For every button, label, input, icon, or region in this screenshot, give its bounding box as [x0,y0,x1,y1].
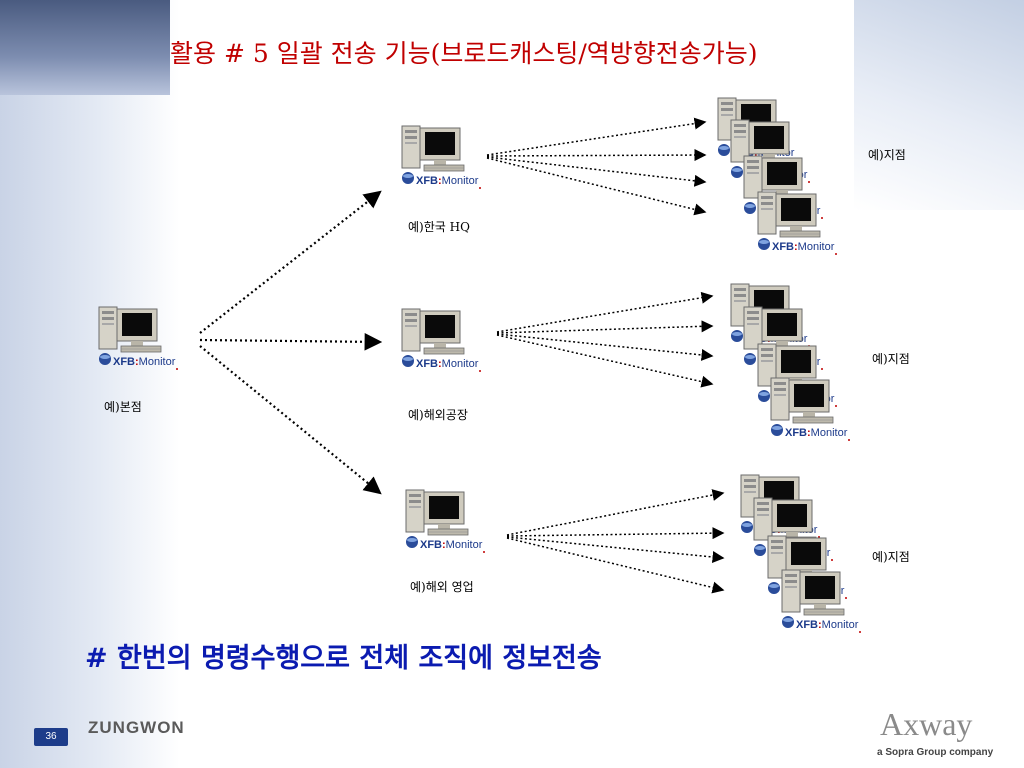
label-head-office: 예)본점 [104,400,142,414]
arrow-factory-branch-1 [496,291,714,333]
arrow-hq-branch-1 [486,117,707,156]
background-right-panel [854,0,1024,210]
svg-text:XFB:Monitor: XFB:Monitor [416,175,479,187]
arrow-head-to-sales [199,345,382,495]
branch-computer: XFB:Monitor [765,374,855,444]
label-overseas-sales: 예)해외 영업 [410,580,474,594]
arrow-head-to-hq [199,190,382,334]
arrow-sales-branch-4 [506,537,725,594]
branch-computer: XFB:Monitor [776,566,866,636]
branch-computer: XFB:Monitor [752,188,842,258]
background-left-panel [0,0,180,768]
arrow-hq-branch-2 [486,149,707,162]
arrow-hq-branch-4 [486,157,707,216]
svg-text:XFB:Monitor: XFB:Monitor [772,241,835,253]
background-photo [0,0,170,95]
axway-logo: Axway [880,706,973,742]
arrow-factory-branch-3 [496,333,714,361]
arrow-sales-branch-1 [506,489,725,536]
label-korea-hq: 예)한국 HQ [408,220,470,234]
axway-logo-tagline: a Sopra Group company [877,747,994,758]
node-korea-hq: XFB:Monitor [396,122,486,192]
node-head-office: XFB:Monitor [93,303,183,373]
svg-text:XFB:Monitor: XFB:Monitor [420,539,483,551]
label-branch-bottom: 예)지점 [872,550,910,564]
arrow-factory-branch-4 [496,334,714,388]
svg-text:XFB:Monitor: XFB:Monitor [796,619,859,631]
label-overseas-factory: 예)해외공장 [408,408,468,422]
label-branch-top: 예)지점 [868,148,906,162]
arrow-hq-branch-3 [486,156,707,187]
node-overseas-factory: XFB:Monitor [396,305,486,375]
svg-text:XFB:Monitor: XFB:Monitor [416,358,479,370]
arrow-sales-branch-3 [506,536,725,563]
slide-caption: # 한번의 명령수행으로 전체 조직에 정보전송 [85,643,602,674]
page-number: 36 [34,728,68,746]
svg-text:XFB:Monitor: XFB:Monitor [113,356,176,368]
arrow-head-to-factory [199,333,383,351]
slide-title: 활용 # 5 일괄 전송 기능(브로드캐스팅/역방향전송가능) [170,39,758,68]
zungwon-logo: ZUNGWON [88,718,185,737]
label-branch-middle: 예)지점 [872,352,910,366]
node-overseas-sales: XFB:Monitor [400,486,490,556]
svg-text:XFB:Monitor: XFB:Monitor [785,427,848,439]
arrow-sales-branch-2 [506,527,725,540]
